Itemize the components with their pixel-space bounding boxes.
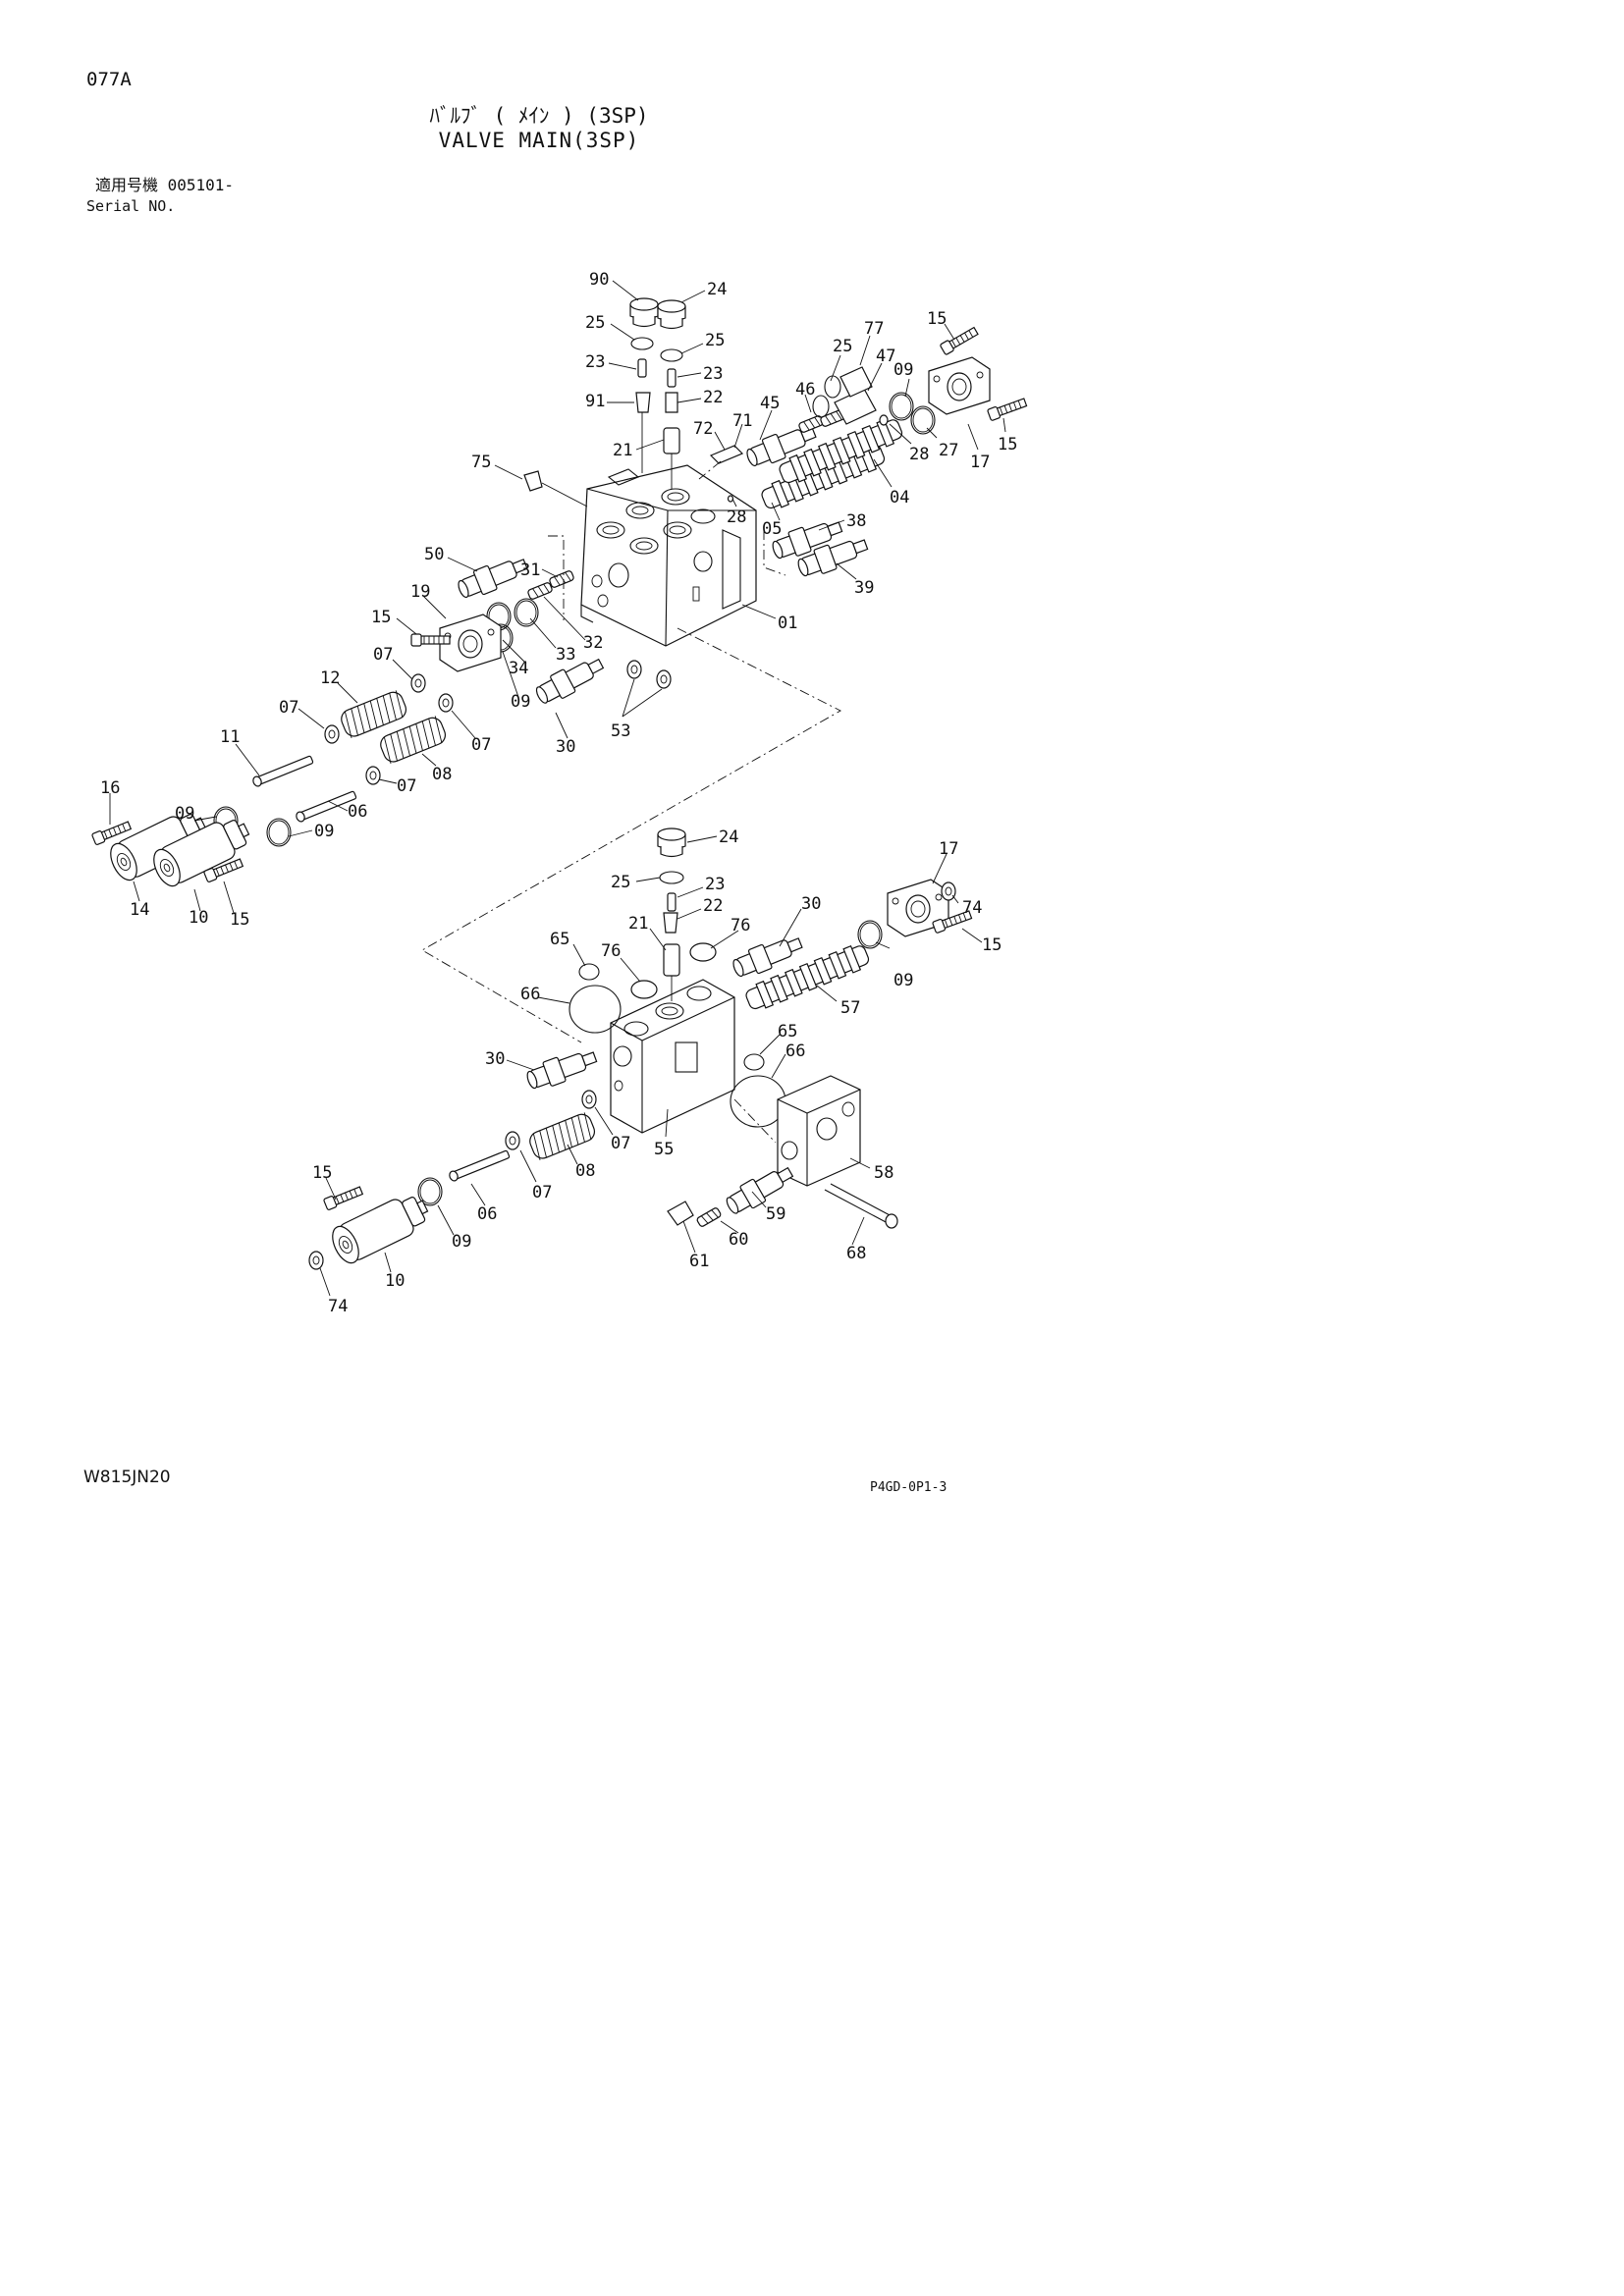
callout-23: 23 xyxy=(585,352,605,372)
callout-46: 46 xyxy=(795,380,815,400)
callout-10: 10 xyxy=(385,1271,405,1291)
callout-09: 09 xyxy=(893,360,913,380)
callout-15: 15 xyxy=(982,935,1001,955)
serial-label-english: Serial NO. xyxy=(86,197,176,215)
callout-07: 07 xyxy=(532,1183,552,1202)
callout-14: 14 xyxy=(130,900,149,920)
callout-55: 55 xyxy=(654,1140,674,1159)
callout-17: 17 xyxy=(970,453,990,472)
callout-31: 31 xyxy=(520,561,540,580)
callout-30: 30 xyxy=(556,737,575,757)
callout-08: 08 xyxy=(432,765,452,784)
callout-50: 50 xyxy=(424,545,444,564)
callout-28: 28 xyxy=(727,507,746,527)
callout-09: 09 xyxy=(314,822,334,841)
page-title-japanese: ﾊﾞﾙﾌﾞ ( ﾒｲﾝ ) (3SP) xyxy=(429,104,649,128)
callout-66: 66 xyxy=(785,1041,805,1061)
callout-21: 21 xyxy=(613,441,632,460)
callout-39: 39 xyxy=(854,578,874,598)
callout-06: 06 xyxy=(348,802,367,822)
callout-53: 53 xyxy=(611,721,630,741)
callout-09: 09 xyxy=(175,804,194,824)
callout-09: 09 xyxy=(511,692,530,712)
callout-25: 25 xyxy=(585,313,605,333)
callout-65: 65 xyxy=(778,1022,797,1041)
callout-74: 74 xyxy=(962,898,982,918)
callout-17: 17 xyxy=(939,839,958,859)
callout-76: 76 xyxy=(601,941,621,961)
callout-15: 15 xyxy=(927,309,947,329)
page-title-english: VALVE MAIN(3SP) xyxy=(438,129,640,152)
callout-23: 23 xyxy=(703,364,723,384)
callout-28: 28 xyxy=(909,445,929,464)
callout-58: 58 xyxy=(874,1163,893,1183)
callout-07: 07 xyxy=(397,776,416,796)
callout-09: 09 xyxy=(452,1232,471,1252)
callout-10: 10 xyxy=(189,908,208,928)
callout-27: 27 xyxy=(939,441,958,460)
callout-07: 07 xyxy=(611,1134,630,1153)
callout-32: 32 xyxy=(583,633,603,653)
callout-25: 25 xyxy=(611,873,630,892)
callout-72: 72 xyxy=(693,419,713,439)
callout-30: 30 xyxy=(801,894,821,914)
callout-06: 06 xyxy=(477,1204,497,1224)
callout-59: 59 xyxy=(766,1204,785,1224)
callout-25: 25 xyxy=(705,331,725,350)
callout-61: 61 xyxy=(689,1252,709,1271)
callout-33: 33 xyxy=(556,645,575,665)
callout-leaders xyxy=(109,280,1006,1297)
callout-38: 38 xyxy=(846,511,866,531)
page-code: 077A xyxy=(86,69,132,90)
callout-34: 34 xyxy=(509,659,528,678)
callout-60: 60 xyxy=(729,1230,748,1250)
callout-05: 05 xyxy=(762,519,782,539)
callout-07: 07 xyxy=(279,698,298,718)
callout-76: 76 xyxy=(731,916,750,935)
callout-25: 25 xyxy=(833,337,852,356)
callout-45: 45 xyxy=(760,394,780,413)
callout-15: 15 xyxy=(312,1163,332,1183)
callout-77: 77 xyxy=(864,319,884,339)
callout-71: 71 xyxy=(732,411,752,431)
callout-21: 21 xyxy=(628,914,648,934)
callout-90: 90 xyxy=(589,270,609,290)
callout-30: 30 xyxy=(485,1049,505,1069)
upper-valve-assembly xyxy=(90,297,1028,1043)
callout-57: 57 xyxy=(840,998,860,1018)
callout-74: 74 xyxy=(328,1297,348,1316)
serial-label-japanese: 適用号機 005101- xyxy=(95,176,235,194)
footer-drawing-code: W815JN20 xyxy=(83,1468,171,1487)
callout-01: 01 xyxy=(778,614,797,633)
callout-15: 15 xyxy=(230,910,249,930)
callout-08: 08 xyxy=(575,1161,595,1181)
callout-68: 68 xyxy=(846,1244,866,1263)
callout-07: 07 xyxy=(471,735,491,755)
exploded-parts-diagram: 90 24 25 25 23 23 91 22 21 72 71 75 15 7… xyxy=(90,270,1028,1316)
callout-15: 15 xyxy=(371,608,391,627)
callout-22: 22 xyxy=(703,896,723,916)
callout-numbers: 90 24 25 25 23 23 91 22 21 72 71 75 15 7… xyxy=(100,270,1017,1316)
callout-15: 15 xyxy=(998,435,1017,454)
callout-24: 24 xyxy=(719,828,738,847)
callout-65: 65 xyxy=(550,930,569,949)
callout-11: 11 xyxy=(220,727,240,747)
callout-75: 75 xyxy=(471,453,491,472)
callout-23: 23 xyxy=(705,875,725,894)
callout-24: 24 xyxy=(707,280,727,299)
callout-07: 07 xyxy=(373,645,393,665)
callout-04: 04 xyxy=(890,488,909,507)
callout-09: 09 xyxy=(893,971,913,990)
callout-47: 47 xyxy=(876,347,895,366)
callout-12: 12 xyxy=(320,668,340,688)
callout-91: 91 xyxy=(585,392,605,411)
callout-66: 66 xyxy=(520,985,540,1004)
callout-19: 19 xyxy=(410,582,430,602)
callout-16: 16 xyxy=(100,778,120,798)
lower-valve-assembly xyxy=(308,828,973,1270)
footer-page-reference: P4GD-0P1-3 xyxy=(870,1480,947,1495)
callout-22: 22 xyxy=(703,388,723,407)
